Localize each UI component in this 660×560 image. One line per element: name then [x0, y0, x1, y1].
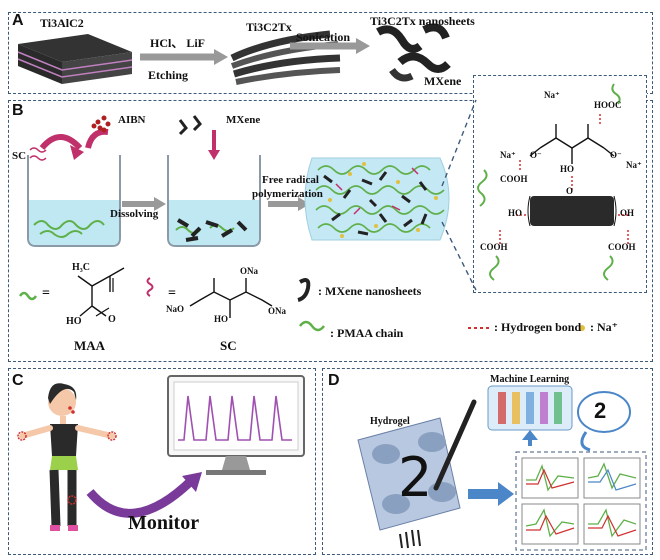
result-digit: 2 [594, 398, 607, 423]
ti3alc2-stack [17, 34, 133, 84]
legend-mxene-icon [297, 278, 311, 302]
inset-cooh-bottom-left: COOH [480, 242, 508, 252]
mxene-nanosheets [376, 23, 451, 82]
sc-name: SC [220, 338, 237, 353]
beaker-1 [27, 115, 121, 247]
inset-na-top: Na⁺ [544, 90, 560, 100]
sc-ona-right: ONa [268, 306, 286, 316]
sc-equals: = [168, 286, 176, 301]
polymerization-label-1: Free radical [262, 174, 319, 186]
sc-ho: HO [214, 314, 229, 324]
hydrogel-label: Hydrogel [370, 416, 410, 427]
ti3alc2-label: Ti3AlC2 [40, 16, 84, 30]
waveform-grid [515, 451, 647, 551]
polymerization-label-2: polymerization [252, 188, 323, 200]
inset-ho2: HO [508, 208, 523, 218]
inset-o-minus-left: O⁻ [530, 150, 542, 160]
inset-structure [477, 83, 629, 281]
panel-a [8, 12, 653, 94]
inset-hooc: HOOC [594, 100, 622, 110]
legend-pmaa-icon [299, 320, 325, 332]
maa-structure [18, 267, 125, 317]
legend-na-label: : Na⁺ [590, 320, 618, 334]
maa-equals: = [42, 286, 50, 301]
legend-pmaa-label: : PMAA chain [330, 326, 404, 340]
inset-oh: OH [620, 208, 635, 218]
sensor-pad [357, 399, 477, 549]
maa-h3c: H₃C [72, 262, 90, 273]
legend-hbond-label: : Hydrogen bond [494, 320, 582, 334]
panel-b-label: B [12, 102, 24, 119]
result-cloud [577, 391, 631, 452]
legend-na-icon [579, 325, 585, 331]
zoom-lines [441, 99, 477, 291]
inset-na-left: Na⁺ [500, 150, 516, 160]
sc-structure [146, 277, 273, 318]
ml-label: Machine Learning [490, 374, 570, 385]
panel-a-label: A [12, 12, 24, 29]
panel-b [8, 100, 653, 362]
panel-d [322, 368, 653, 555]
panel-c [8, 368, 316, 555]
inset-ho: HO [560, 164, 575, 174]
maa-ho: HO [66, 316, 82, 327]
etching-label: Etching [148, 68, 189, 82]
mxene-reagent-label: MXene [226, 114, 261, 126]
panel-d-label: D [328, 372, 340, 389]
dissolving-label: Dissolving [110, 208, 159, 220]
inset-cooh-bottom-right: COOH [608, 242, 636, 252]
inset-o-minus-right: O⁻ [610, 150, 622, 160]
written-digit: 2 [398, 446, 433, 509]
reagents-label: HCl、 LiF [150, 36, 206, 50]
nanosheets-label: Ti3C2Tx nanosheets [370, 14, 475, 28]
sc-reagent-label: SC [12, 150, 27, 162]
maa-o: O [108, 314, 116, 325]
ml-box [487, 385, 573, 446]
legend-mxene-label: : MXene nanosheets [318, 284, 422, 298]
inset-o: O [566, 186, 574, 196]
aibn-label: AIBN [118, 114, 146, 126]
ti3c2tx-label: Ti3C2Tx [246, 20, 292, 34]
monitor-screen [167, 375, 305, 475]
panel-b-inset [473, 75, 647, 293]
sc-ona-top: ONa [240, 266, 258, 276]
hydrogel-block [304, 157, 450, 241]
sc-nao: NaO [166, 304, 184, 314]
inset-cooh-left: COOH [500, 174, 528, 184]
mxene-label: MXene [424, 74, 462, 88]
avatar-figure [17, 383, 117, 531]
inset-na-right: Na⁺ [626, 160, 642, 170]
monitor-label: Monitor [128, 512, 200, 534]
sonication-label: Sonication [296, 30, 351, 44]
maa-name: MAA [74, 338, 106, 353]
panel-c-label: C [12, 372, 24, 389]
arrow-monitor [86, 476, 196, 518]
beaker-2 [167, 115, 261, 247]
